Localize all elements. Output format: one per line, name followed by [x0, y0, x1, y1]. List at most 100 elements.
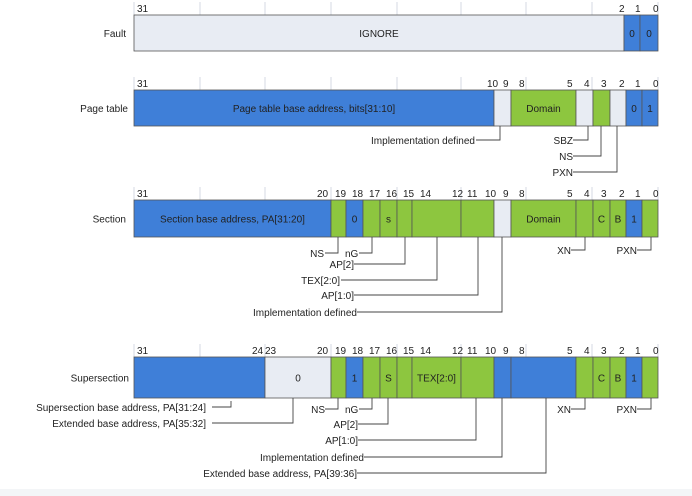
field-annotation: PXN: [616, 246, 637, 257]
bit-number: 16: [386, 346, 398, 357]
bit-number: 2: [619, 79, 625, 90]
field-annotation: Implementation defined: [260, 453, 364, 464]
bit-number: 2: [619, 189, 625, 200]
bit-number: 15: [403, 346, 415, 357]
bit-number: 24: [252, 346, 264, 357]
bit-field: [362, 199, 381, 238]
bit-number: 12: [452, 189, 464, 200]
leader-line: [341, 237, 438, 281]
bit-number: 19: [335, 346, 347, 357]
bottom-strip: [0, 489, 692, 496]
field-label: Domain: [526, 215, 560, 226]
bit-field: [493, 199, 512, 238]
bit-number: 10: [487, 79, 499, 90]
leader-line: [637, 398, 652, 410]
bit-number: 15: [403, 189, 415, 200]
bit-number: 9: [503, 189, 509, 200]
bit-number: 11: [467, 189, 478, 200]
bit-field: [133, 199, 332, 238]
bit-number: 20: [317, 189, 329, 200]
bit-field: [510, 89, 577, 127]
bit-number: 4: [584, 346, 590, 357]
bit-number: 3: [601, 346, 607, 357]
bit-field: [510, 199, 577, 238]
field-label: 0: [631, 104, 637, 115]
bit-number: 1: [635, 346, 641, 357]
bit-field: [609, 89, 627, 127]
bit-field: [493, 356, 512, 399]
field-annotation: nG: [345, 249, 359, 260]
field-label: s: [386, 215, 391, 226]
bit-number: 5: [567, 79, 573, 90]
row-label: Page table: [80, 104, 128, 115]
leader-line: [358, 398, 389, 425]
bit-field: [575, 356, 594, 399]
bit-field: [639, 14, 659, 52]
field-annotation: Implementation defined: [371, 136, 475, 147]
field-label: 1: [352, 374, 358, 385]
bit-field: [641, 356, 659, 399]
field-label: Section base address, PA[31:20]: [160, 215, 305, 226]
field-annotation: SBZ: [554, 136, 573, 147]
leader-line: [325, 237, 339, 254]
leader-line: [573, 126, 589, 141]
bit-field: [264, 356, 332, 399]
bit-field: [641, 89, 659, 127]
leader-line: [354, 237, 479, 296]
bit-number: 31: [137, 4, 149, 15]
leader-line: [354, 237, 406, 265]
field-label: 0: [352, 215, 358, 226]
leader-line: [476, 126, 501, 141]
bit-number: 10: [485, 189, 497, 200]
bit-field: [460, 199, 495, 238]
leader-line: [212, 398, 294, 424]
field-annotation: nG: [345, 405, 359, 416]
bit-number: 9: [503, 346, 509, 357]
field-label: 0: [629, 29, 635, 40]
bit-number: 9: [503, 79, 509, 90]
field-annotation: Supersection base address, PA[31:24]: [36, 403, 206, 414]
bit-field: [362, 356, 381, 399]
field-label: TEX[2:0]: [417, 374, 456, 385]
field-label: Page table base address, bits[31:10]: [233, 104, 396, 115]
bit-number: 14: [420, 346, 432, 357]
bit-field: [592, 89, 611, 127]
bit-number: 18: [352, 189, 364, 200]
field-label: B: [615, 215, 622, 226]
bit-number: 0: [653, 79, 659, 90]
bit-number: 0: [653, 346, 659, 357]
bit-number: 1: [635, 189, 641, 200]
field-label: 1: [631, 374, 637, 385]
field-annotation: NS: [310, 249, 324, 260]
bit-number: 5: [567, 346, 573, 357]
bit-number: 17: [369, 189, 381, 200]
field-label: 1: [631, 215, 637, 226]
bit-number: 17: [369, 346, 381, 357]
bit-number: 1: [635, 4, 641, 15]
bit-number: 23: [265, 346, 277, 357]
bit-number: 4: [584, 79, 590, 90]
bit-number: 16: [386, 189, 398, 200]
bit-number: 8: [519, 189, 525, 200]
bit-field: [396, 199, 413, 238]
field-annotation: AP[1:0]: [325, 436, 358, 447]
leader-line: [359, 237, 373, 254]
leader-line: [364, 398, 503, 458]
field-label: 0: [295, 374, 301, 385]
field-label: S: [385, 374, 392, 385]
bit-number: 8: [519, 79, 525, 90]
bit-field: [460, 356, 495, 399]
field-annotation: AP[2]: [330, 260, 355, 271]
bit-number: 0: [653, 189, 659, 200]
bit-number: 18: [352, 346, 364, 357]
bit-number: 11: [467, 346, 478, 357]
field-annotation: XN: [557, 246, 571, 257]
bit-number: 2: [619, 4, 625, 15]
leader-line: [358, 398, 477, 441]
bit-field: [396, 356, 413, 399]
field-annotation: Extended base address, PA[35:32]: [52, 419, 206, 430]
